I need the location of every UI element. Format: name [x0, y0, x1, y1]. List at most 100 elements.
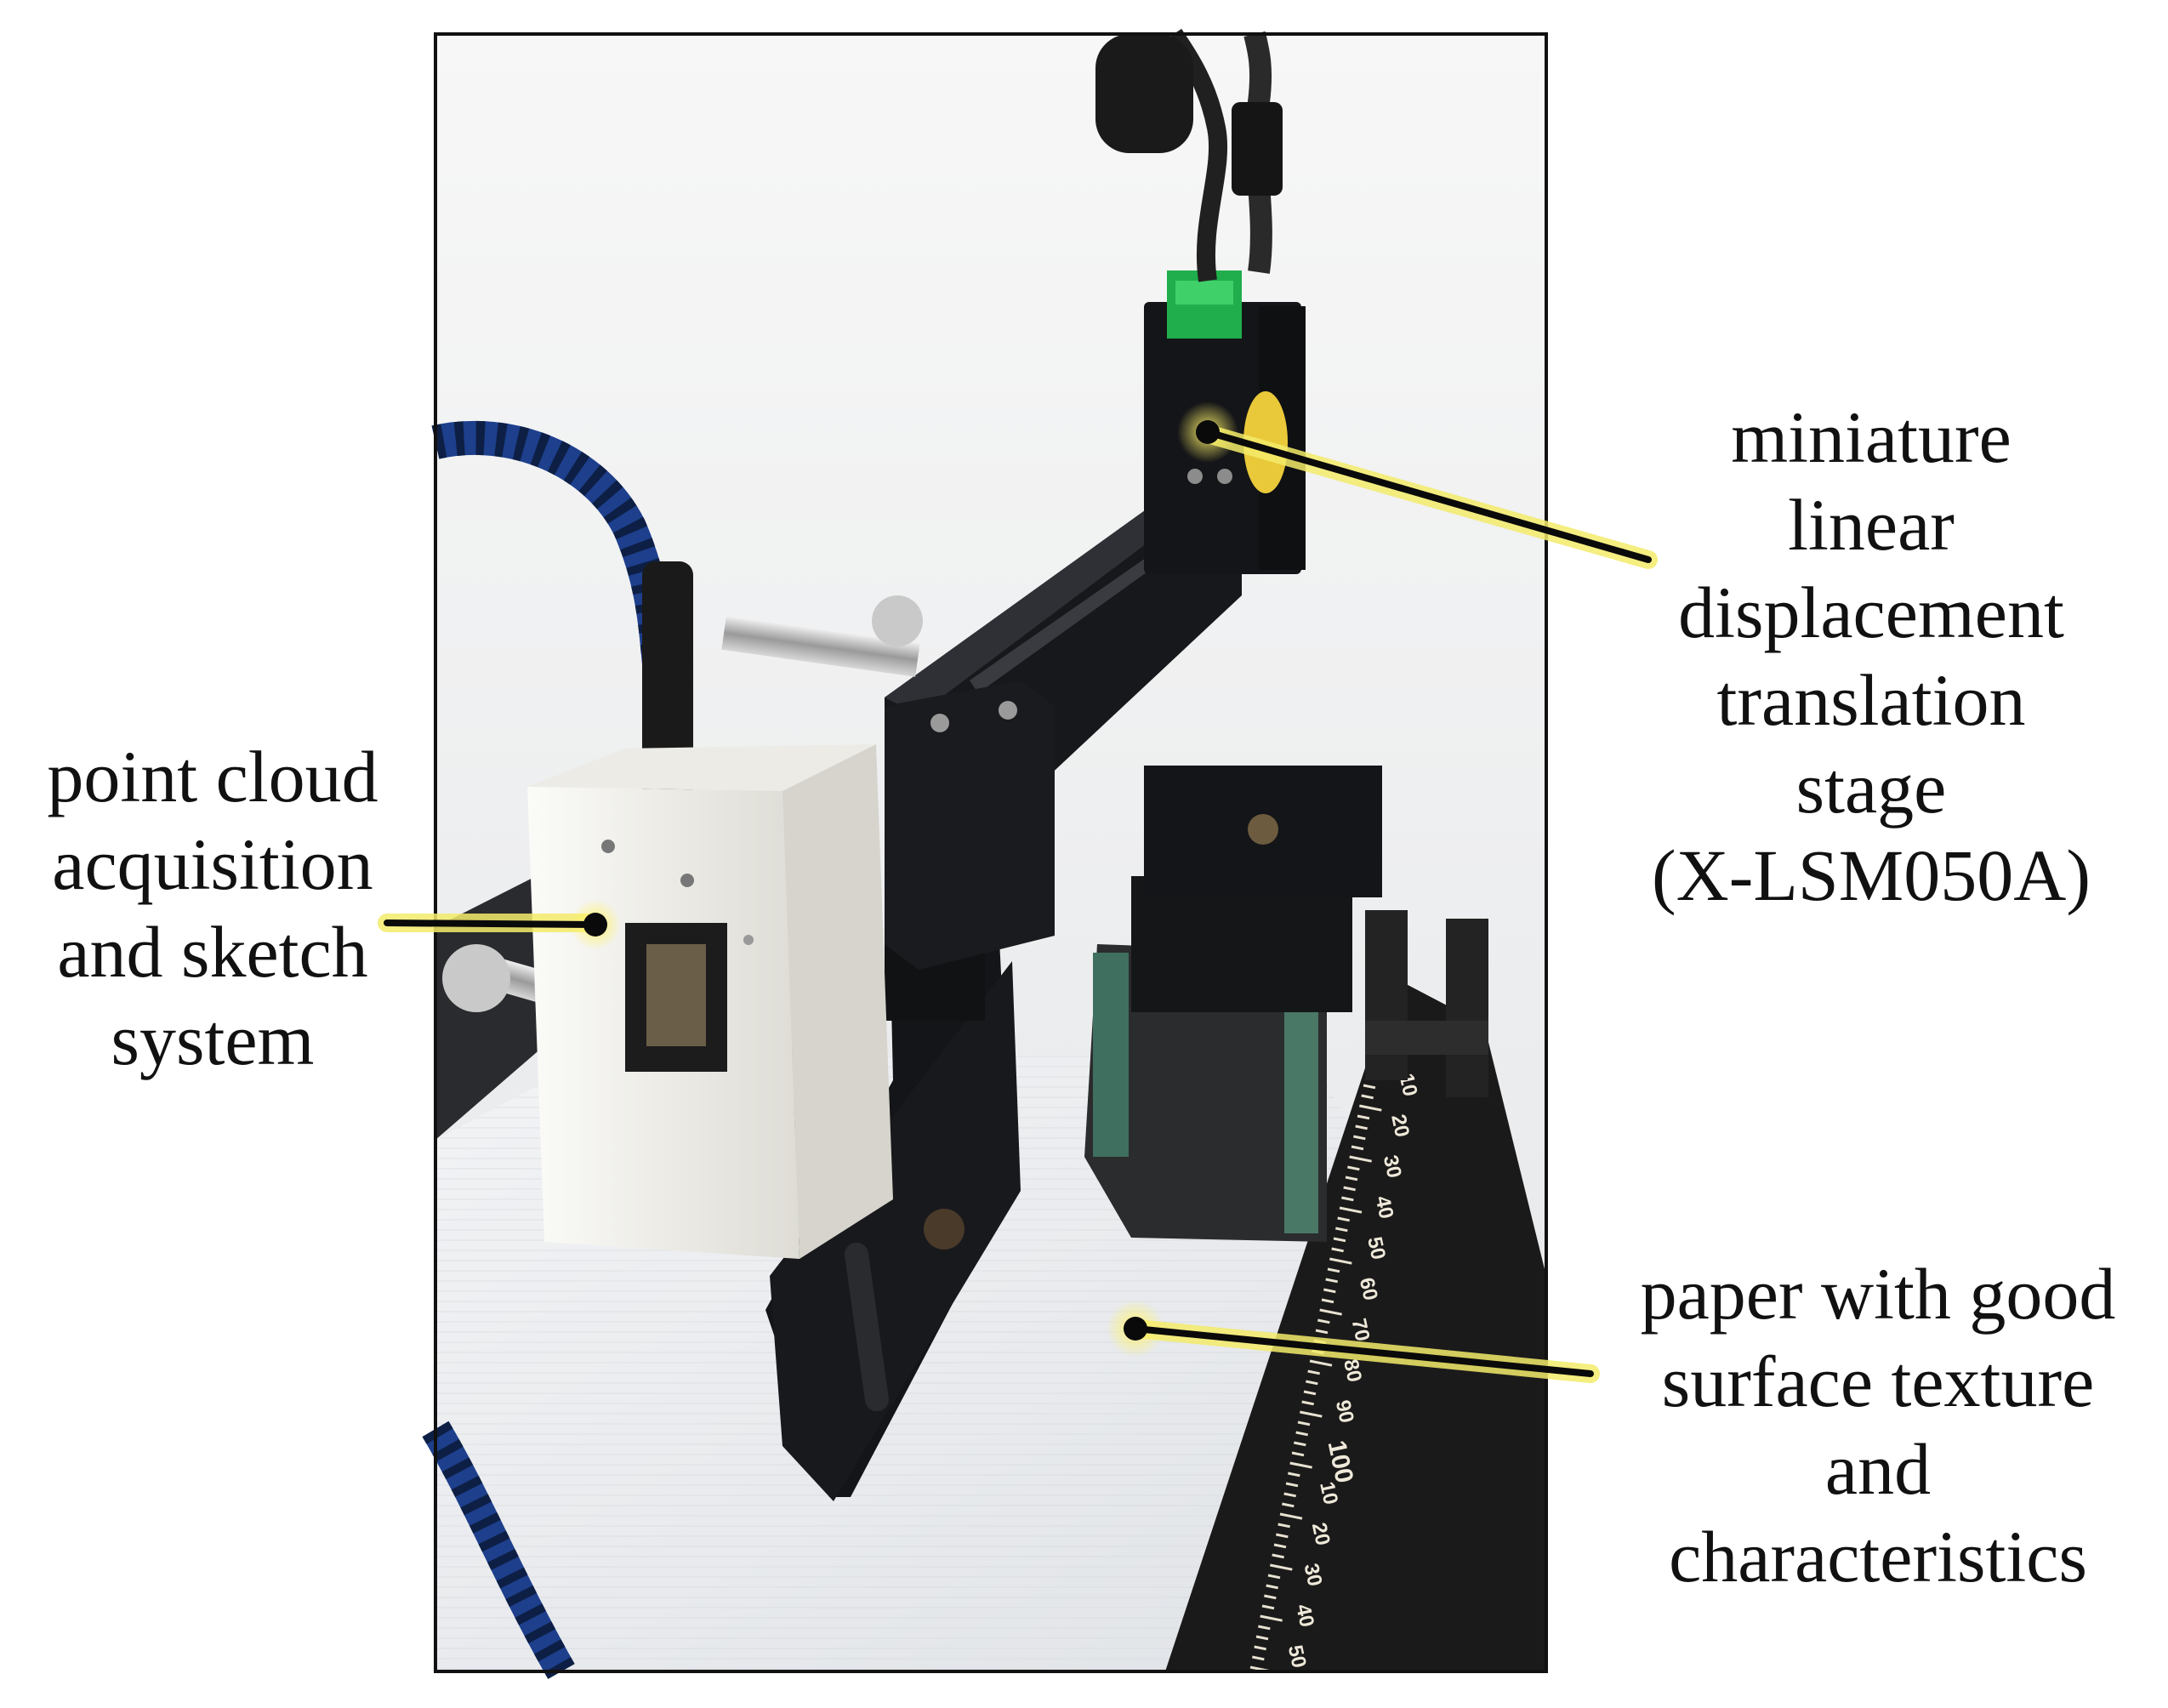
- ruler-tick: [1267, 1574, 1281, 1580]
- ruler-tick: [1260, 1614, 1283, 1622]
- ruler-number: 90: [1331, 1398, 1358, 1426]
- ruler-tick: [1301, 1400, 1314, 1406]
- top-cable: [1095, 28, 1283, 282]
- ruler-tick: [1357, 1114, 1370, 1120]
- ruler-tick: [1341, 1196, 1354, 1202]
- knob-left: [442, 944, 510, 1012]
- magnet-edge-left: [1093, 953, 1129, 1157]
- ruler-tick: [1345, 1176, 1358, 1181]
- ruler-number: 30: [1379, 1153, 1406, 1181]
- ruler-number: 20: [1386, 1113, 1414, 1140]
- ruler-tick: [1337, 1216, 1350, 1222]
- ruler-tick: [1297, 1420, 1311, 1426]
- magnet-body: [1084, 944, 1327, 1242]
- label-line: surface texture: [1661, 1341, 2095, 1422]
- callout-line-top: [1204, 429, 1652, 563]
- ruler-number: 40: [1291, 1603, 1318, 1630]
- ruler-tick: [1252, 1655, 1265, 1661]
- ruler-tick: [1266, 1584, 1278, 1590]
- ruler-tick: [1321, 1298, 1334, 1304]
- side-cable: [422, 420, 693, 1679]
- ruler-tick: [1254, 1645, 1266, 1651]
- ruler-tick: [1331, 1247, 1344, 1253]
- ruler-tick: [1323, 1288, 1336, 1294]
- ruler-tick: [1300, 1410, 1323, 1418]
- ruler-tick: [1283, 1492, 1296, 1498]
- carriage-plate: [885, 680, 1055, 970]
- ruler-tick: [1291, 1451, 1305, 1457]
- label-line: displacement: [1678, 572, 2064, 653]
- callout-dot-top: [1196, 420, 1220, 444]
- label-line: and: [1824, 1428, 1932, 1510]
- ruler-tick: [1261, 1604, 1275, 1610]
- ruler-tick: [1279, 1512, 1303, 1520]
- ruler-tick: [1325, 1278, 1338, 1284]
- ruler-tick: [1319, 1308, 1342, 1316]
- ruler-tick: [1353, 1135, 1366, 1141]
- rear-bracket: [1365, 910, 1488, 1097]
- callout-dot-left: [583, 913, 607, 937]
- housing-camera: [646, 944, 706, 1046]
- callout-line-left: [384, 919, 599, 928]
- magnet-edge-right: [1284, 1012, 1318, 1233]
- ruler-tick: [1285, 1482, 1299, 1488]
- ruler-tick: [1303, 1390, 1317, 1396]
- ruler-tick: [1306, 1380, 1318, 1386]
- ruler-tick: [1264, 1594, 1277, 1600]
- label-line: paper with good: [1640, 1253, 2116, 1335]
- carriage: [885, 680, 1055, 970]
- ruler-tick: [1347, 1165, 1360, 1171]
- ruler-tick: [1258, 1625, 1271, 1631]
- ruler-tick: [1255, 1635, 1269, 1641]
- ruler-tick: [1289, 1461, 1312, 1469]
- housing-top: [527, 744, 876, 791]
- mount-plate-slot: [845, 1242, 889, 1412]
- label-line: system: [111, 999, 315, 1080]
- ruler-tick: [1309, 1359, 1333, 1367]
- label-line: acquisition: [52, 823, 373, 905]
- top-cable-plug: [1232, 102, 1283, 196]
- label-line: stage: [1795, 747, 1947, 828]
- ruler-number: 30: [1299, 1562, 1326, 1589]
- ruler-tick: [1277, 1523, 1290, 1529]
- ruler-tick: [1329, 1257, 1352, 1265]
- stage-slot: [970, 544, 1174, 693]
- ruler-tick: [1359, 1104, 1382, 1112]
- ruler-tick: [1349, 1155, 1372, 1163]
- ruler-number: 80: [1339, 1358, 1366, 1385]
- callout-line-bottom: [1132, 1325, 1594, 1377]
- label-line: (X-LSM050A): [1652, 834, 2091, 916]
- mount-plate-lower: [770, 961, 1021, 1501]
- ruler-number: 50: [1363, 1235, 1390, 1262]
- mount-hole: [1248, 814, 1278, 845]
- ruler-tick: [1288, 1472, 1300, 1477]
- label-line: and sketch: [57, 911, 368, 993]
- label-paper: paper with good surface texture and char…: [1589, 1250, 2167, 1601]
- callout-dot-bottom: [1124, 1317, 1147, 1341]
- ruler-tick: [1339, 1206, 1363, 1214]
- ruler-tick: [1270, 1563, 1293, 1571]
- ruler-tick: [1333, 1237, 1346, 1243]
- ruler-number: 60: [1355, 1276, 1382, 1303]
- ruler-tick: [1282, 1502, 1295, 1508]
- ruler-tick: [1276, 1533, 1289, 1539]
- label-line: linear: [1788, 484, 1955, 566]
- label-translation-stage: miniature linear displacement translatio…: [1616, 394, 2126, 919]
- stage-rail-top: [885, 502, 1191, 715]
- knob-top: [872, 595, 923, 646]
- ruler-tick: [1361, 1094, 1374, 1100]
- magnet-block: [1084, 766, 1382, 1242]
- ruler-tick: [1317, 1318, 1330, 1324]
- label-point-cloud-system: point cloud acquisition and sketch syste…: [0, 733, 425, 1084]
- ruler-tick: [1355, 1124, 1368, 1130]
- magnet-top-plate: [1131, 876, 1352, 1012]
- label-line: translation: [1716, 659, 2026, 741]
- ruler-tick: [1363, 1084, 1376, 1090]
- ruler-tick: [1343, 1186, 1356, 1192]
- ruler-tick: [1273, 1543, 1287, 1549]
- callouts: [378, 401, 1658, 1383]
- ruler-number: 50: [1283, 1643, 1311, 1671]
